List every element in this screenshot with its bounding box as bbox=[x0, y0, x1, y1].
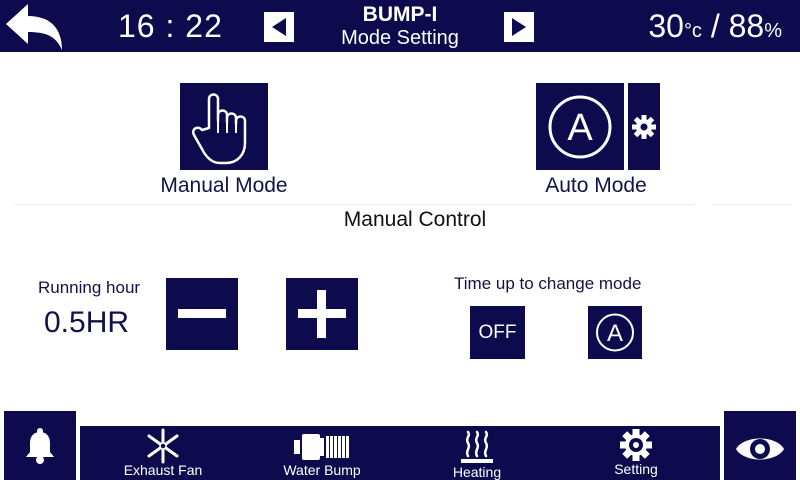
small-gear-icon bbox=[632, 115, 656, 139]
manual-mode-button[interactable] bbox=[180, 83, 268, 170]
nav-water-bump[interactable]: Water Bump bbox=[267, 426, 377, 480]
plus-icon bbox=[298, 290, 346, 338]
time-up-auto-button[interactable]: A bbox=[588, 306, 642, 359]
section-divider-right bbox=[712, 204, 792, 205]
page-title-block: BUMP-I Mode Setting bbox=[300, 3, 500, 49]
triangle-right-icon bbox=[512, 18, 526, 36]
auto-a-icon: A bbox=[548, 95, 612, 159]
climate-separator: / bbox=[701, 8, 729, 44]
back-arrow-icon bbox=[6, 4, 62, 50]
clock-time: 16 : 22 bbox=[118, 8, 223, 44]
bell-icon bbox=[26, 428, 54, 464]
minus-icon bbox=[178, 309, 226, 318]
off-button[interactable]: OFF bbox=[470, 306, 525, 359]
nav-heating[interactable]: Heating bbox=[422, 426, 532, 480]
running-hour-value: 0.5HR bbox=[44, 306, 130, 339]
alarm-button[interactable] bbox=[4, 411, 76, 480]
pump-icon bbox=[294, 434, 349, 460]
gear-icon bbox=[620, 429, 652, 461]
auto-mode-label: Auto Mode bbox=[545, 174, 647, 197]
humidity-unit: % bbox=[764, 20, 782, 42]
increase-hour-button[interactable] bbox=[286, 278, 358, 350]
bottom-bar bbox=[0, 426, 800, 480]
previous-page-button[interactable] bbox=[264, 12, 294, 42]
heating-icon bbox=[461, 430, 493, 463]
manual-control-title: Manual Control bbox=[343, 208, 487, 231]
alarm-button-frame bbox=[0, 406, 80, 480]
auto-mode-config-button[interactable] bbox=[628, 83, 660, 170]
eye-icon bbox=[736, 438, 784, 460]
page-subtitle: Mode Setting bbox=[341, 27, 459, 49]
decrease-hour-button[interactable] bbox=[166, 278, 238, 350]
climate-readout: 30°c / 88% bbox=[648, 8, 782, 45]
manual-mode-label: Manual Mode bbox=[160, 174, 288, 197]
view-button[interactable] bbox=[724, 411, 796, 480]
time-up-label: Time up to change mode bbox=[454, 274, 642, 293]
nav-exhaust-fan-label: Exhaust Fan bbox=[123, 462, 203, 478]
nav-exhaust-fan[interactable]: Exhaust Fan bbox=[108, 426, 218, 480]
nav-setting[interactable]: Setting bbox=[581, 426, 691, 480]
back-button[interactable] bbox=[2, 2, 66, 52]
off-label: OFF bbox=[478, 322, 517, 343]
fan-icon bbox=[147, 428, 179, 464]
temperature-value: 30 bbox=[648, 8, 684, 44]
nav-water-bump-label: Water Bump bbox=[283, 462, 361, 478]
next-page-button[interactable] bbox=[504, 12, 534, 42]
page-title: BUMP-I bbox=[362, 3, 438, 26]
top-bar: 16 : 22 BUMP-I Mode Setting 30°c / 88% bbox=[0, 0, 800, 52]
time-up-auto-text: A bbox=[607, 320, 623, 347]
temperature-unit: °c bbox=[683, 20, 702, 42]
humidity-value: 88 bbox=[728, 8, 765, 44]
nav-heating-label: Heating bbox=[452, 464, 502, 480]
auto-mode-button[interactable]: A bbox=[536, 83, 624, 170]
auto-badge-text: A bbox=[567, 107, 593, 149]
view-button-frame bbox=[720, 406, 800, 480]
running-hour-label: Running hour bbox=[38, 278, 141, 297]
nav-setting-label: Setting bbox=[614, 461, 658, 477]
section-divider bbox=[14, 204, 694, 205]
triangle-left-icon bbox=[272, 18, 286, 36]
hand-pointer-icon bbox=[192, 93, 247, 165]
auto-a-small-icon: A bbox=[596, 313, 634, 352]
